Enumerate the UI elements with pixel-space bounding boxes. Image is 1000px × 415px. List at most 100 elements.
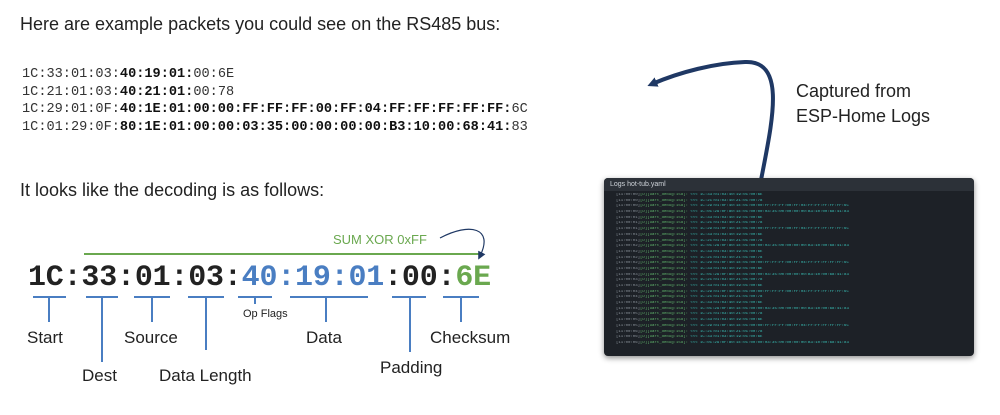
log-tag: [D][uart_debug:158]: bbox=[640, 249, 689, 254]
log-timestamp: [11:00:00] bbox=[616, 193, 641, 197]
log-line: [11:00:04][D][uart_debug:158]: <<< 1C:29… bbox=[616, 290, 970, 296]
packet-data: 40:19:01: bbox=[119, 67, 194, 82]
log-message: <<< 1C:29:01:0F:40:1E:01:00:00:FF:FF:FF:… bbox=[688, 261, 849, 266]
log-message: <<< 1C:01:29:0F:80:1E:01:00:00:03:35:00:… bbox=[688, 244, 849, 249]
packet-header: 1C:29:01:0F: bbox=[22, 102, 120, 117]
log-line: [11:00:02][D][uart_debug:158]: <<< 1C:33… bbox=[616, 250, 970, 256]
log-line: [11:00:00][D][uart_debug:158]: <<< 1C:33… bbox=[616, 193, 970, 199]
packet-padding: 00: bbox=[193, 84, 218, 100]
log-timestamp: [11:00:03] bbox=[616, 284, 641, 288]
log-message: <<< 1C:33:01:03:40:19:01:00:6E bbox=[688, 266, 763, 271]
log-tag: [D][uart_debug:158]: bbox=[640, 221, 689, 226]
label-start: Start bbox=[27, 328, 63, 347]
log-timestamp: [11:00:02] bbox=[616, 244, 641, 249]
log-line: [11:00:03][D][uart_debug:158]: <<< 1C:33… bbox=[616, 284, 970, 290]
log-timestamp: [11:00:03] bbox=[616, 266, 641, 271]
packet-data: 40:1E:01:00:00:FF:FF:FF:00:FF:04:FF:FF:F… bbox=[119, 102, 512, 117]
log-tag: [D][uart_debug:158]: bbox=[640, 295, 689, 300]
capture-arrow bbox=[647, 59, 775, 197]
log-message: <<< 1C:33:01:03:40:19:01:00:6E bbox=[688, 249, 763, 254]
log-line: [11:00:04][D][uart_debug:158]: <<< 1C:33… bbox=[616, 301, 970, 307]
log-tag: [D][uart_debug:158]: bbox=[640, 238, 689, 243]
log-timestamp: [11:00:03] bbox=[616, 272, 641, 277]
log-timestamp: [11:00:06] bbox=[616, 340, 641, 345]
log-line: [11:00:05][D][uart_debug:158]: <<< 1C:21… bbox=[616, 312, 970, 318]
log-line: [11:00:03][D][uart_debug:158]: <<< 1C:01… bbox=[616, 273, 970, 279]
log-tag: [D][uart_debug:158]: bbox=[640, 284, 689, 288]
log-message: <<< 1C:21:01:03:40:21:01:00:78 bbox=[688, 278, 763, 283]
label-dest: Dest bbox=[82, 366, 117, 385]
log-tag: [D][uart_debug:158]: bbox=[640, 261, 689, 266]
log-timestamp: [11:00:01] bbox=[616, 227, 641, 232]
log-window-title: Logs hot-tub.yaml bbox=[604, 178, 974, 191]
log-timestamp: [11:00:00] bbox=[616, 210, 641, 215]
packet-data-bytes: 40:19:01 bbox=[241, 261, 385, 295]
log-line: [11:00:05][D][uart_debug:158]: <<< 1C:29… bbox=[616, 324, 970, 330]
log-timestamp: [11:00:01] bbox=[616, 238, 641, 243]
log-tag: [D][uart_debug:158]: bbox=[640, 335, 689, 340]
log-tag: [D][uart_debug:158]: bbox=[640, 227, 689, 232]
packet-data: 80:1E:01:00:00:03:35:00:00:00:00:B3:10:0… bbox=[119, 119, 512, 135]
log-timestamp: [11:00:05] bbox=[616, 318, 641, 323]
packet-row: 1C:01:29:0F:80:1E:01:00:00:03:35:00:00:0… bbox=[22, 119, 528, 137]
log-timestamp: [11:00:02] bbox=[616, 255, 641, 260]
log-tag: [D][uart_debug:158]: bbox=[640, 193, 689, 197]
log-timestamp: [11:00:00] bbox=[616, 198, 641, 203]
packet-breakdown: 1C:33:01:03:40:19:01:00:6E bbox=[28, 261, 491, 295]
log-timestamp: [11:00:02] bbox=[616, 249, 641, 254]
packet-row: 1C:33:01:03:40:19:01:00:6E bbox=[22, 66, 528, 84]
log-message: <<< 1C:29:01:0F:40:1E:01:00:00:FF:FF:FF:… bbox=[688, 227, 849, 232]
log-line: [11:00:00][D][uart_debug:158]: <<< 1C:01… bbox=[616, 210, 970, 216]
log-timestamp: [11:00:04] bbox=[616, 289, 641, 294]
log-message: <<< 1C:01:29:0F:80:1E:01:00:00:03:35:00:… bbox=[688, 340, 849, 345]
log-line: [11:00:03][D][uart_debug:158]: <<< 1C:21… bbox=[616, 278, 970, 284]
packet-separator: : bbox=[384, 261, 402, 295]
log-message: <<< 1C:33:01:03:40:19:01:00:6E bbox=[688, 215, 763, 220]
log-message: <<< 1C:33:01:03:40:19:01:00:6E bbox=[688, 193, 763, 197]
log-tag: [D][uart_debug:158]: bbox=[640, 232, 689, 237]
log-tag: [D][uart_debug:158]: bbox=[640, 198, 689, 203]
log-line: [11:00:06][D][uart_debug:158]: <<< 1C:33… bbox=[616, 335, 970, 341]
checksum-arrow bbox=[439, 228, 486, 260]
log-message: <<< 1C:21:01:03:40:21:01:00:78 bbox=[688, 221, 763, 226]
log-line: [11:00:00][D][uart_debug:158]: <<< 1C:29… bbox=[616, 204, 970, 210]
packet-separator: : bbox=[437, 261, 456, 295]
log-timestamp: [11:00:05] bbox=[616, 312, 641, 317]
log-line: [11:00:06][D][uart_debug:158]: <<< 1C:01… bbox=[616, 341, 970, 347]
log-message: <<< 1C:21:01:03:40:21:01:00:78 bbox=[688, 198, 763, 203]
log-line: [11:00:03][D][uart_debug:158]: <<< 1C:33… bbox=[616, 267, 970, 273]
intro-text: Here are example packets you could see o… bbox=[20, 14, 501, 34]
log-tag: [D][uart_debug:158]: bbox=[640, 215, 689, 220]
log-timestamp: [11:00:05] bbox=[616, 323, 641, 328]
captured-line: Captured from bbox=[796, 81, 912, 101]
packet-list: 1C:33:01:03:40:19:01:00:6E 1C:21:01:03: 4… bbox=[22, 66, 528, 136]
log-tag: [D][uart_debug:158]: bbox=[640, 289, 689, 294]
packet-header: 1C:21:01:03: bbox=[22, 84, 120, 100]
log-line: [11:00:00][D][uart_debug:158]: <<< 1C:21… bbox=[616, 199, 970, 205]
log-tag: [D][uart_debug:158]: bbox=[640, 278, 689, 283]
log-timestamp: [11:00:01] bbox=[616, 215, 641, 220]
label-padding: Padding bbox=[380, 358, 443, 377]
log-tag: [D][uart_debug:158]: bbox=[640, 266, 689, 271]
packet-head: 1C:33:01:03: bbox=[28, 261, 242, 295]
log-message: <<< 1C:01:29:0F:80:1E:01:00:00:03:35:00:… bbox=[688, 272, 849, 277]
log-line: [11:00:02][D][uart_debug:158]: <<< 1C:29… bbox=[616, 261, 970, 267]
log-line: [11:00:04][D][uart_debug:158]: <<< 1C:21… bbox=[616, 295, 970, 301]
label-data-length: Data Length bbox=[159, 366, 252, 385]
log-timestamp: [11:00:04] bbox=[616, 301, 641, 306]
log-timestamp: [11:00:01] bbox=[616, 232, 641, 237]
log-line: [11:00:01][D][uart_debug:158]: <<< 1C:21… bbox=[616, 239, 970, 245]
log-line: [11:00:01][D][uart_debug:158]: <<< 1C:33… bbox=[616, 216, 970, 222]
log-tag: [D][uart_debug:158]: bbox=[640, 318, 689, 323]
log-line: [11:00:05][D][uart_debug:158]: <<< 1C:33… bbox=[616, 318, 970, 324]
log-message: <<< 1C:33:01:03:40:19:01:00:6E bbox=[688, 335, 763, 340]
log-timestamp: [11:00:04] bbox=[616, 306, 641, 311]
label-checksum: Checksum bbox=[430, 328, 511, 347]
log-timestamp: [11:00:06] bbox=[616, 335, 641, 340]
log-line: [11:00:02][D][uart_debug:158]: <<< 1C:21… bbox=[616, 256, 970, 262]
log-lines[interactable]: [11:00:00][D][uart_debug:158]: <<< 1C:33… bbox=[604, 191, 974, 347]
log-tag: [D][uart_debug:158]: bbox=[640, 312, 689, 317]
log-tag: [D][uart_debug:158]: bbox=[640, 323, 689, 328]
log-tag: [D][uart_debug:158]: bbox=[640, 255, 689, 260]
log-message: <<< 1C:33:01:03:40:19:01:00:6E bbox=[688, 232, 763, 237]
